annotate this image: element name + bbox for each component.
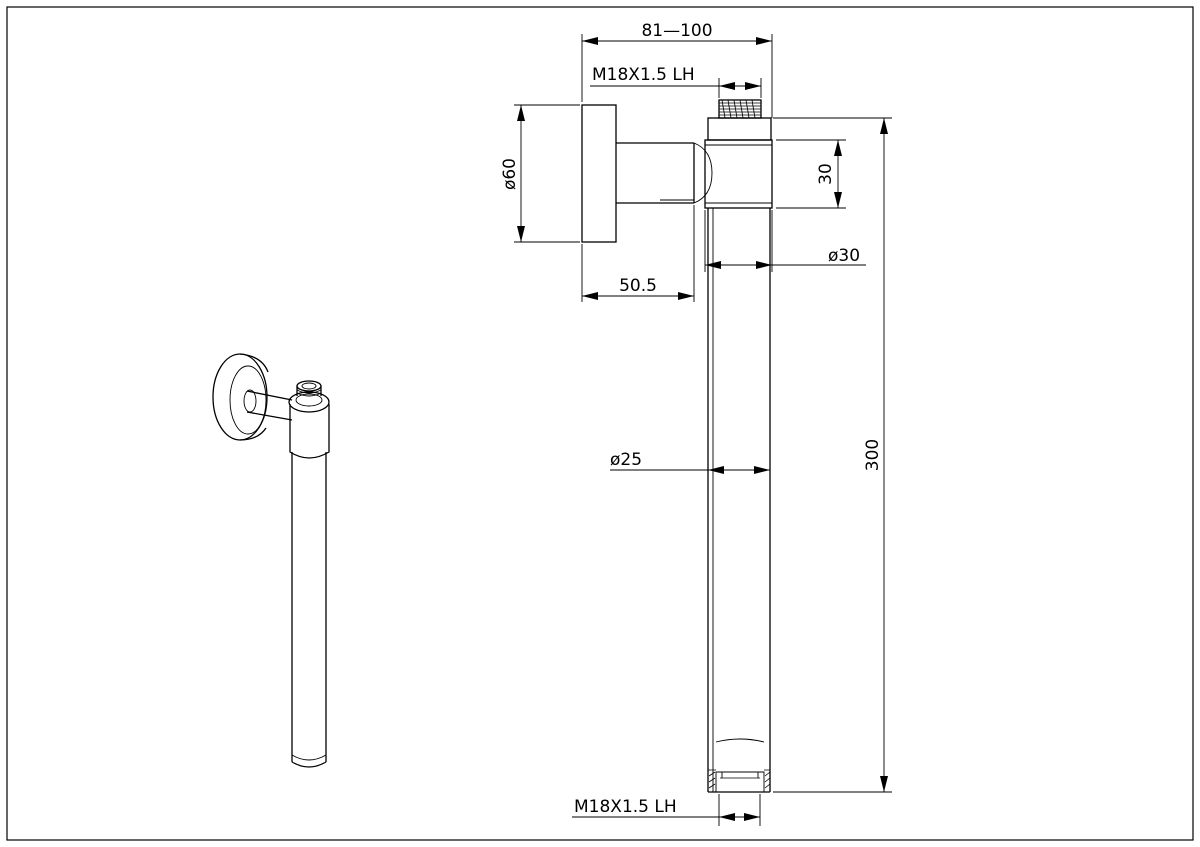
dim-collar-height-label: 30 [816,163,836,185]
dim-pipe-diameter-label: ø25 [610,450,642,470]
dim-pipe-diameter: ø25 [610,450,770,474]
dim-flange-offset: 50.5 [581,205,695,302]
dim-overall-length: 300 [773,117,892,793]
dim-flange-offset-label: 50.5 [619,276,657,296]
dim-width-range: 81—100 [581,21,773,118]
dim-collar-diameter: ø30 [704,210,866,272]
dim-overall-length-label: 300 [863,439,883,471]
dim-flange-diameter-label: ø60 [500,158,520,190]
drawing-frame [6,6,1194,841]
isometric-view [212,353,330,768]
dim-collar-diameter-label: ø30 [828,246,860,266]
dim-collar-height: 30 [776,139,846,209]
front-view [581,99,773,793]
dim-top-thread-label: M18X1.5 LH [592,65,695,85]
dim-flange-diameter: ø60 [500,104,580,243]
dim-width-range-label: 81—100 [641,21,712,41]
dim-bottom-thread: M18X1.5 LH [572,794,761,826]
dim-bottom-thread-label: M18X1.5 LH [574,797,677,817]
dim-top-thread: M18X1.5 LH [590,65,762,98]
